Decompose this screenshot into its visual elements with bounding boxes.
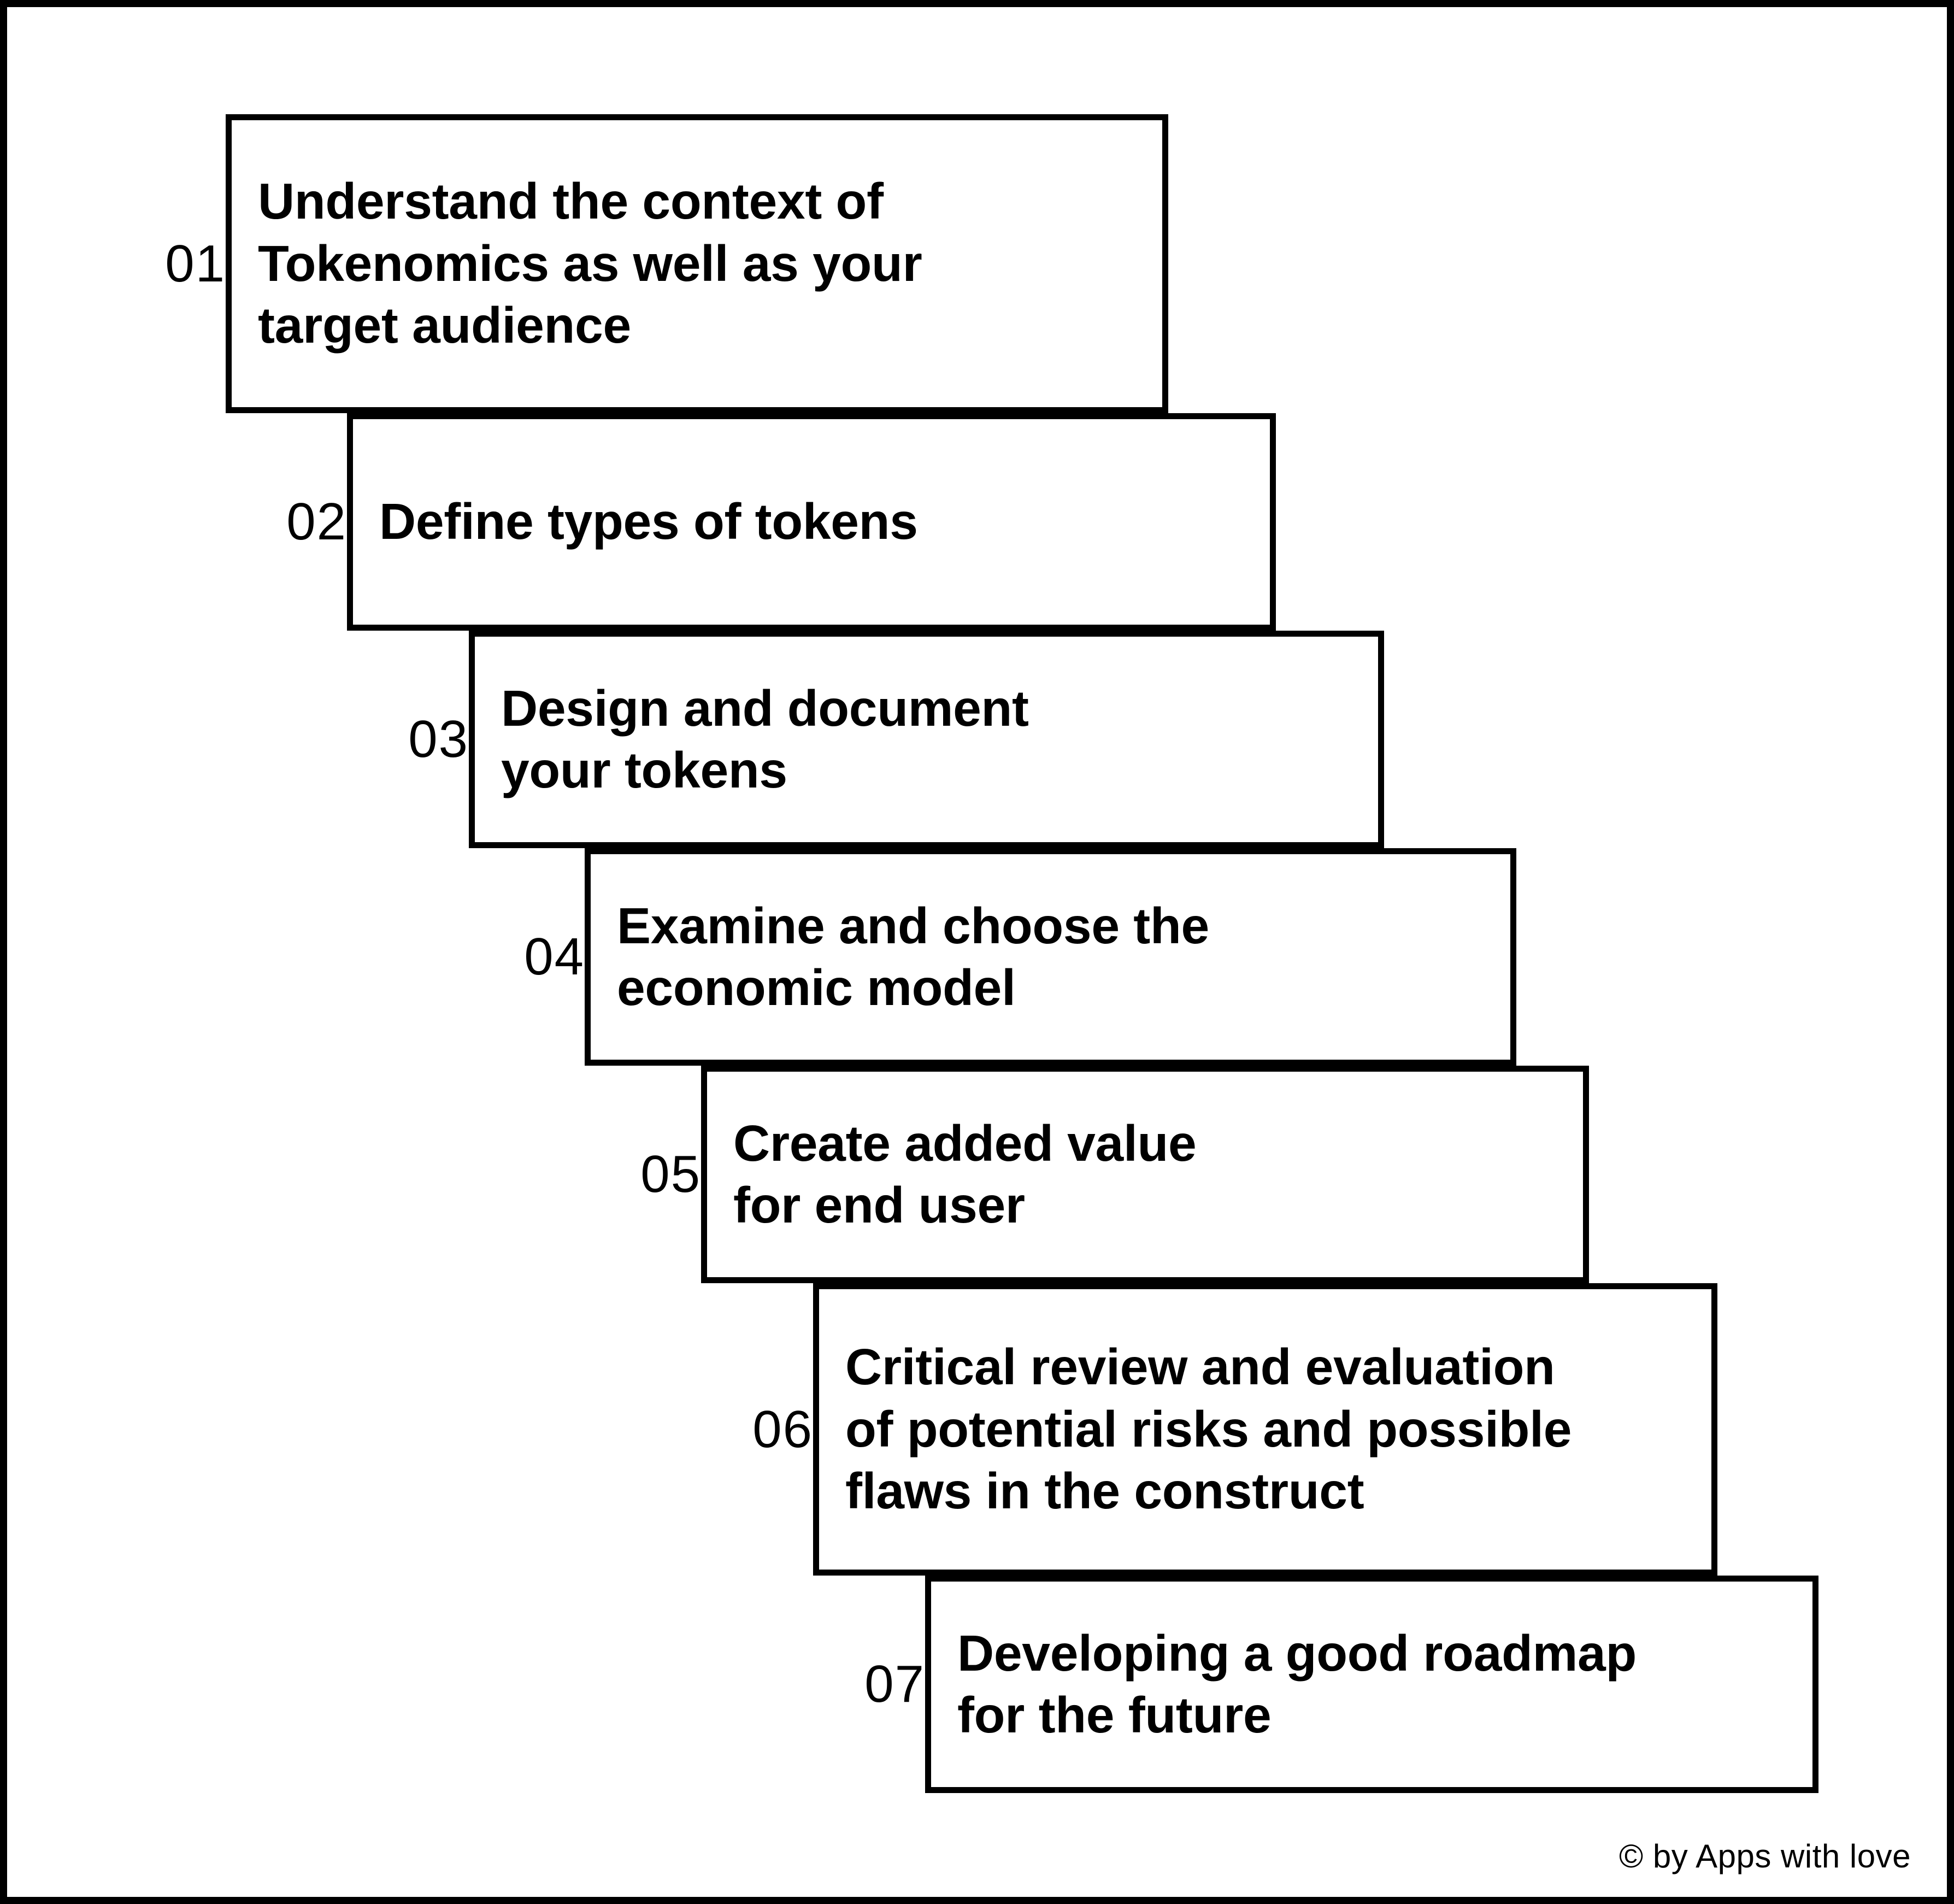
step-row: 04 Examine and choose the economic model [7,848,1947,1066]
step-number-03: 03 [408,710,469,768]
step-box-04[interactable]: Examine and choose the economic model [585,848,1516,1066]
step-row: 02 Define types of tokens [7,413,1947,631]
step-box-02[interactable]: Define types of tokens [347,413,1276,631]
step-label-03: Design and document your tokens [501,679,1029,798]
step-label-02: Define types of tokens [379,493,918,550]
step-row: 07 Developing a good roadmap for the futu… [7,1576,1947,1793]
step-box-05[interactable]: Create added value for end user [701,1066,1589,1283]
step-box-03[interactable]: Design and document your tokens [469,631,1384,848]
step-number-07: 07 [864,1655,925,1713]
step-label-06: Critical review and evaluation of potent… [845,1338,1572,1520]
step-number-06: 06 [752,1400,813,1459]
step-number-01: 01 [165,234,226,293]
step-row: 05 Create added value for end user [7,1066,1947,1283]
step-box-06[interactable]: Critical review and evaluation of potent… [813,1283,1717,1576]
step-label-04: Examine and choose the economic model [617,897,1209,1016]
copyright-credit: © by Apps with love [1619,1838,1911,1874]
step-label-05: Create added value for end user [733,1114,1197,1233]
step-label-07: Developing a good roadmap for the future [957,1624,1637,1743]
step-row: 06 Critical review and evaluation of pote… [7,1283,1947,1576]
step-number-05: 05 [640,1145,701,1203]
step-number-02: 02 [286,492,347,551]
step-box-01[interactable]: Understand the context of Tokenomics as … [226,114,1168,413]
step-label-01: Understand the context of Tokenomics as … [258,173,922,354]
step-row: 01 Understand the context of Tokenomics a… [7,114,1947,413]
step-box-07[interactable]: Developing a good roadmap for the future [925,1576,1818,1793]
step-row: 03 Design and document your tokens [7,631,1947,848]
step-number-04: 04 [524,927,585,986]
